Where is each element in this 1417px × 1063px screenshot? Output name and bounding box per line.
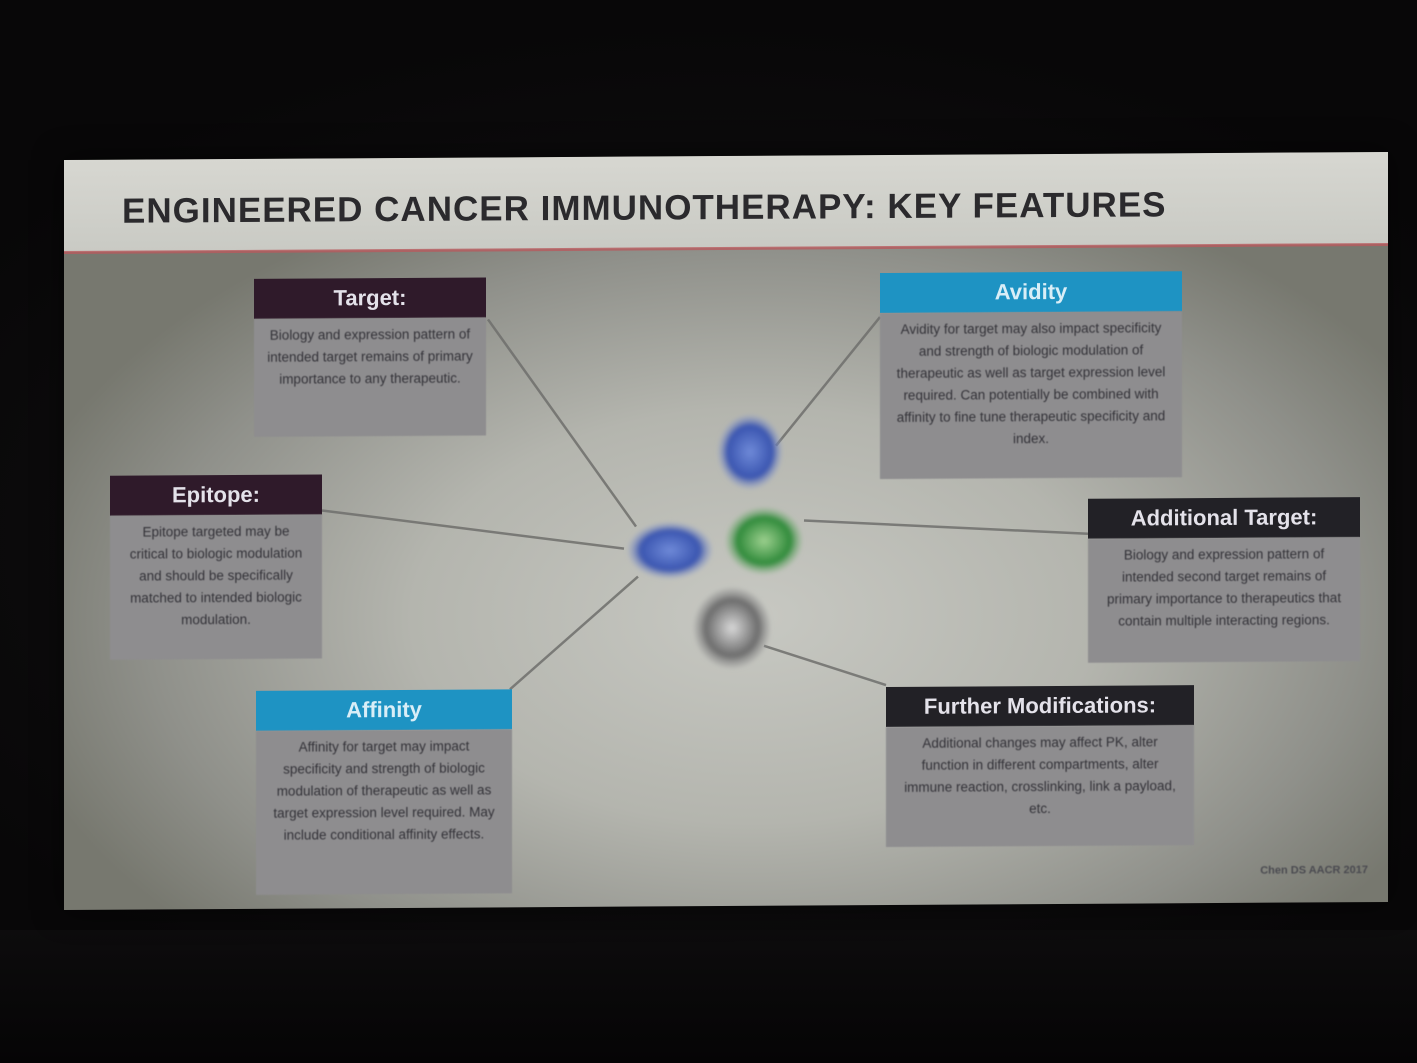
connector-lines — [321, 316, 1089, 691]
connector-affinity — [509, 575, 639, 691]
target-box: Target: Biology and expression pattern o… — [254, 277, 486, 437]
additional-target-header: Additional Target: — [1088, 497, 1360, 539]
further-modifications-box: Further Modifications: Additional change… — [886, 685, 1194, 848]
epitope-box: Epitope: Epitope targeted may be critica… — [110, 474, 322, 660]
additional-target-description: Biology and expression pattern of intend… — [1088, 537, 1360, 663]
avidity-box: Avidity Avidity for target may also impa… — [880, 271, 1182, 480]
fab-domain-green — [726, 507, 802, 574]
fab-domain-upper — [718, 414, 782, 489]
avidity-header: Avidity — [880, 271, 1182, 314]
slide-credit: Chen DS AACR 2017 — [1260, 864, 1368, 877]
fc-domain — [694, 587, 770, 668]
audience-silhouettes — [0, 930, 1417, 1063]
fab-domain-left — [628, 522, 712, 579]
connector-avidity — [775, 316, 881, 447]
connector-target — [486, 318, 638, 528]
affinity-description: Affinity for target may impact specifici… — [256, 729, 512, 895]
avidity-description: Avidity for target may also impact speci… — [880, 311, 1182, 480]
connector-epitope — [321, 509, 625, 550]
connector-additional-target — [803, 519, 1089, 536]
further-modifications-header: Further Modifications: — [886, 685, 1194, 728]
projection-screen: ENGINEERED CANCER IMMUNOTHERAPY: KEY FEA… — [64, 151, 1388, 911]
target-header: Target: — [254, 277, 486, 319]
affinity-header: Affinity — [256, 689, 512, 731]
further-modifications-description: Additional changes may affect PK, alter … — [886, 725, 1194, 848]
epitope-header: Epitope: — [110, 474, 322, 516]
target-description: Biology and expression pattern of intend… — [254, 317, 486, 437]
additional-target-box: Additional Target: Biology and expressio… — [1088, 497, 1360, 663]
antibody-illustration — [628, 414, 802, 668]
affinity-box: Affinity Affinity for target may impact … — [256, 689, 512, 895]
epitope-description: Epitope targeted may be critical to biol… — [110, 514, 322, 660]
connector-further-modifications — [763, 644, 887, 687]
